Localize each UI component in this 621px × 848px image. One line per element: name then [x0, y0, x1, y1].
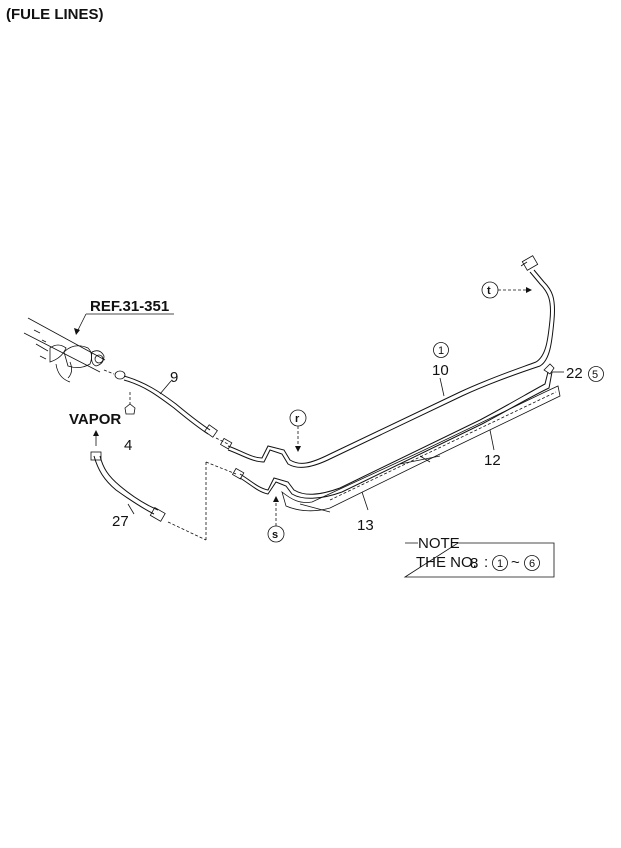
quick-connectors [219, 437, 245, 480]
part-12-return-line: 12 [239, 363, 555, 499]
vapor-label: VAPOR [69, 411, 121, 428]
note-heading: NOTE [418, 535, 460, 552]
marker-t: t [481, 281, 532, 299]
ref-label: REF.31-351 [90, 298, 169, 315]
callout-13: 13 [357, 517, 374, 534]
callout-4: 4 [124, 437, 132, 454]
callout-10: 10 [432, 362, 449, 379]
callout-22: 22 [566, 365, 583, 382]
part-13-protector: 13 [281, 385, 561, 534]
circled-r: r [295, 413, 300, 425]
note-text-prefix: THE NO. [416, 554, 477, 571]
circled-s: s [272, 529, 278, 541]
marker-s: s [267, 496, 285, 543]
vapor-indicator: VAPOR [69, 411, 121, 446]
note-tilde: ~ [511, 554, 520, 571]
part-4-clip: 4 [124, 392, 136, 454]
part-9-tube: 9 [123, 369, 218, 438]
callout-12: 12 [484, 452, 501, 469]
fuel-tank-fragment [23, 317, 106, 383]
circled-1: 1 [438, 345, 444, 357]
note-range-start: 1 [497, 558, 503, 570]
connection-guides [167, 437, 237, 541]
part-22-clip: 22 5 [552, 365, 604, 382]
callout-9: 9 [170, 369, 178, 386]
note-number: 8 [470, 555, 478, 572]
part-10-fuel-line: 10 [227, 255, 555, 468]
circled-1-marker: 1 [433, 342, 449, 358]
callout-27: 27 [112, 513, 129, 530]
circled-5: 5 [592, 369, 598, 381]
hose-clamp [103, 369, 126, 380]
circled-t: t [487, 285, 491, 297]
note-colon: : [484, 554, 488, 571]
page-title: (FULE LINES) [6, 6, 104, 23]
marker-r: r [289, 409, 307, 452]
part-27-hose: 27 [90, 451, 166, 530]
note-range-end: 6 [529, 558, 535, 570]
ref-callout: REF.31-351 [74, 298, 174, 335]
note-box: NOTE THE NO. 8 : 1 ~ 6 [403, 535, 555, 578]
